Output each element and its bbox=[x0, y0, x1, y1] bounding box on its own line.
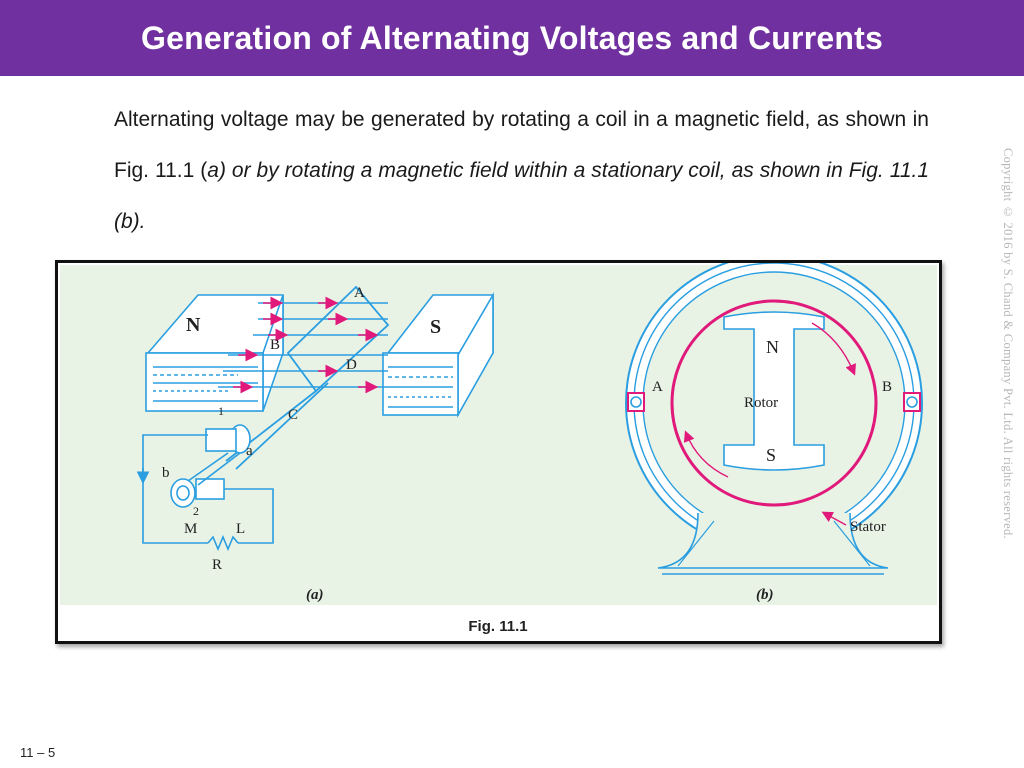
rotor-label: Rotor bbox=[744, 395, 778, 411]
panel-a-pole-s: S bbox=[430, 316, 441, 338]
circuit-r: R bbox=[212, 557, 222, 573]
terminal-2: 2 bbox=[193, 504, 199, 518]
figure-caption: Fig. 11.1 bbox=[468, 618, 527, 635]
stator-point-b: B bbox=[882, 379, 892, 395]
page-number: 11 – 5 bbox=[20, 745, 56, 760]
paragraph-part-2: ) or by rotating a magnetic field within… bbox=[114, 159, 930, 233]
caption-band bbox=[60, 607, 937, 639]
panel-b-label: (b) bbox=[756, 587, 774, 603]
title-bar: Generation of Alternating Voltages and C… bbox=[0, 0, 1024, 76]
circuit-l: L bbox=[236, 521, 245, 537]
point-a-upper: A bbox=[354, 285, 365, 301]
rotor-pole-s: S bbox=[766, 445, 776, 465]
stator-point-a: A bbox=[652, 379, 663, 395]
point-d: D bbox=[346, 357, 357, 373]
point-c: C bbox=[288, 407, 298, 423]
panel-a-field-arrows bbox=[233, 296, 379, 394]
panel-b-alternator bbox=[625, 263, 923, 575]
body-paragraph: Alternating voltage may be generated by … bbox=[114, 94, 929, 247]
ring-a: a bbox=[246, 443, 253, 459]
stator-label: Stator bbox=[850, 519, 886, 535]
rotor-pole-n: N bbox=[766, 337, 779, 357]
figure-illustration: N S A B C D 1 a b 2 M L R (a) bbox=[60, 263, 937, 639]
terminal-1: 1 bbox=[218, 404, 224, 418]
ring-b: b bbox=[162, 465, 170, 481]
slide-title: Generation of Alternating Voltages and C… bbox=[141, 19, 883, 56]
copyright-notice: Copyright © 2016 by S. Chand & Company P… bbox=[1001, 148, 1015, 539]
panel-a-label: (a) bbox=[306, 587, 324, 603]
point-b: B bbox=[270, 337, 280, 353]
paragraph-part-1: Alternating voltage may be generated by … bbox=[114, 108, 929, 182]
paragraph-part-a: a bbox=[207, 159, 219, 182]
circuit-m: M bbox=[184, 521, 197, 537]
panel-a-pole-n: N bbox=[186, 314, 201, 336]
figure-11-1: N S A B C D 1 a b 2 M L R (a) bbox=[55, 260, 942, 644]
